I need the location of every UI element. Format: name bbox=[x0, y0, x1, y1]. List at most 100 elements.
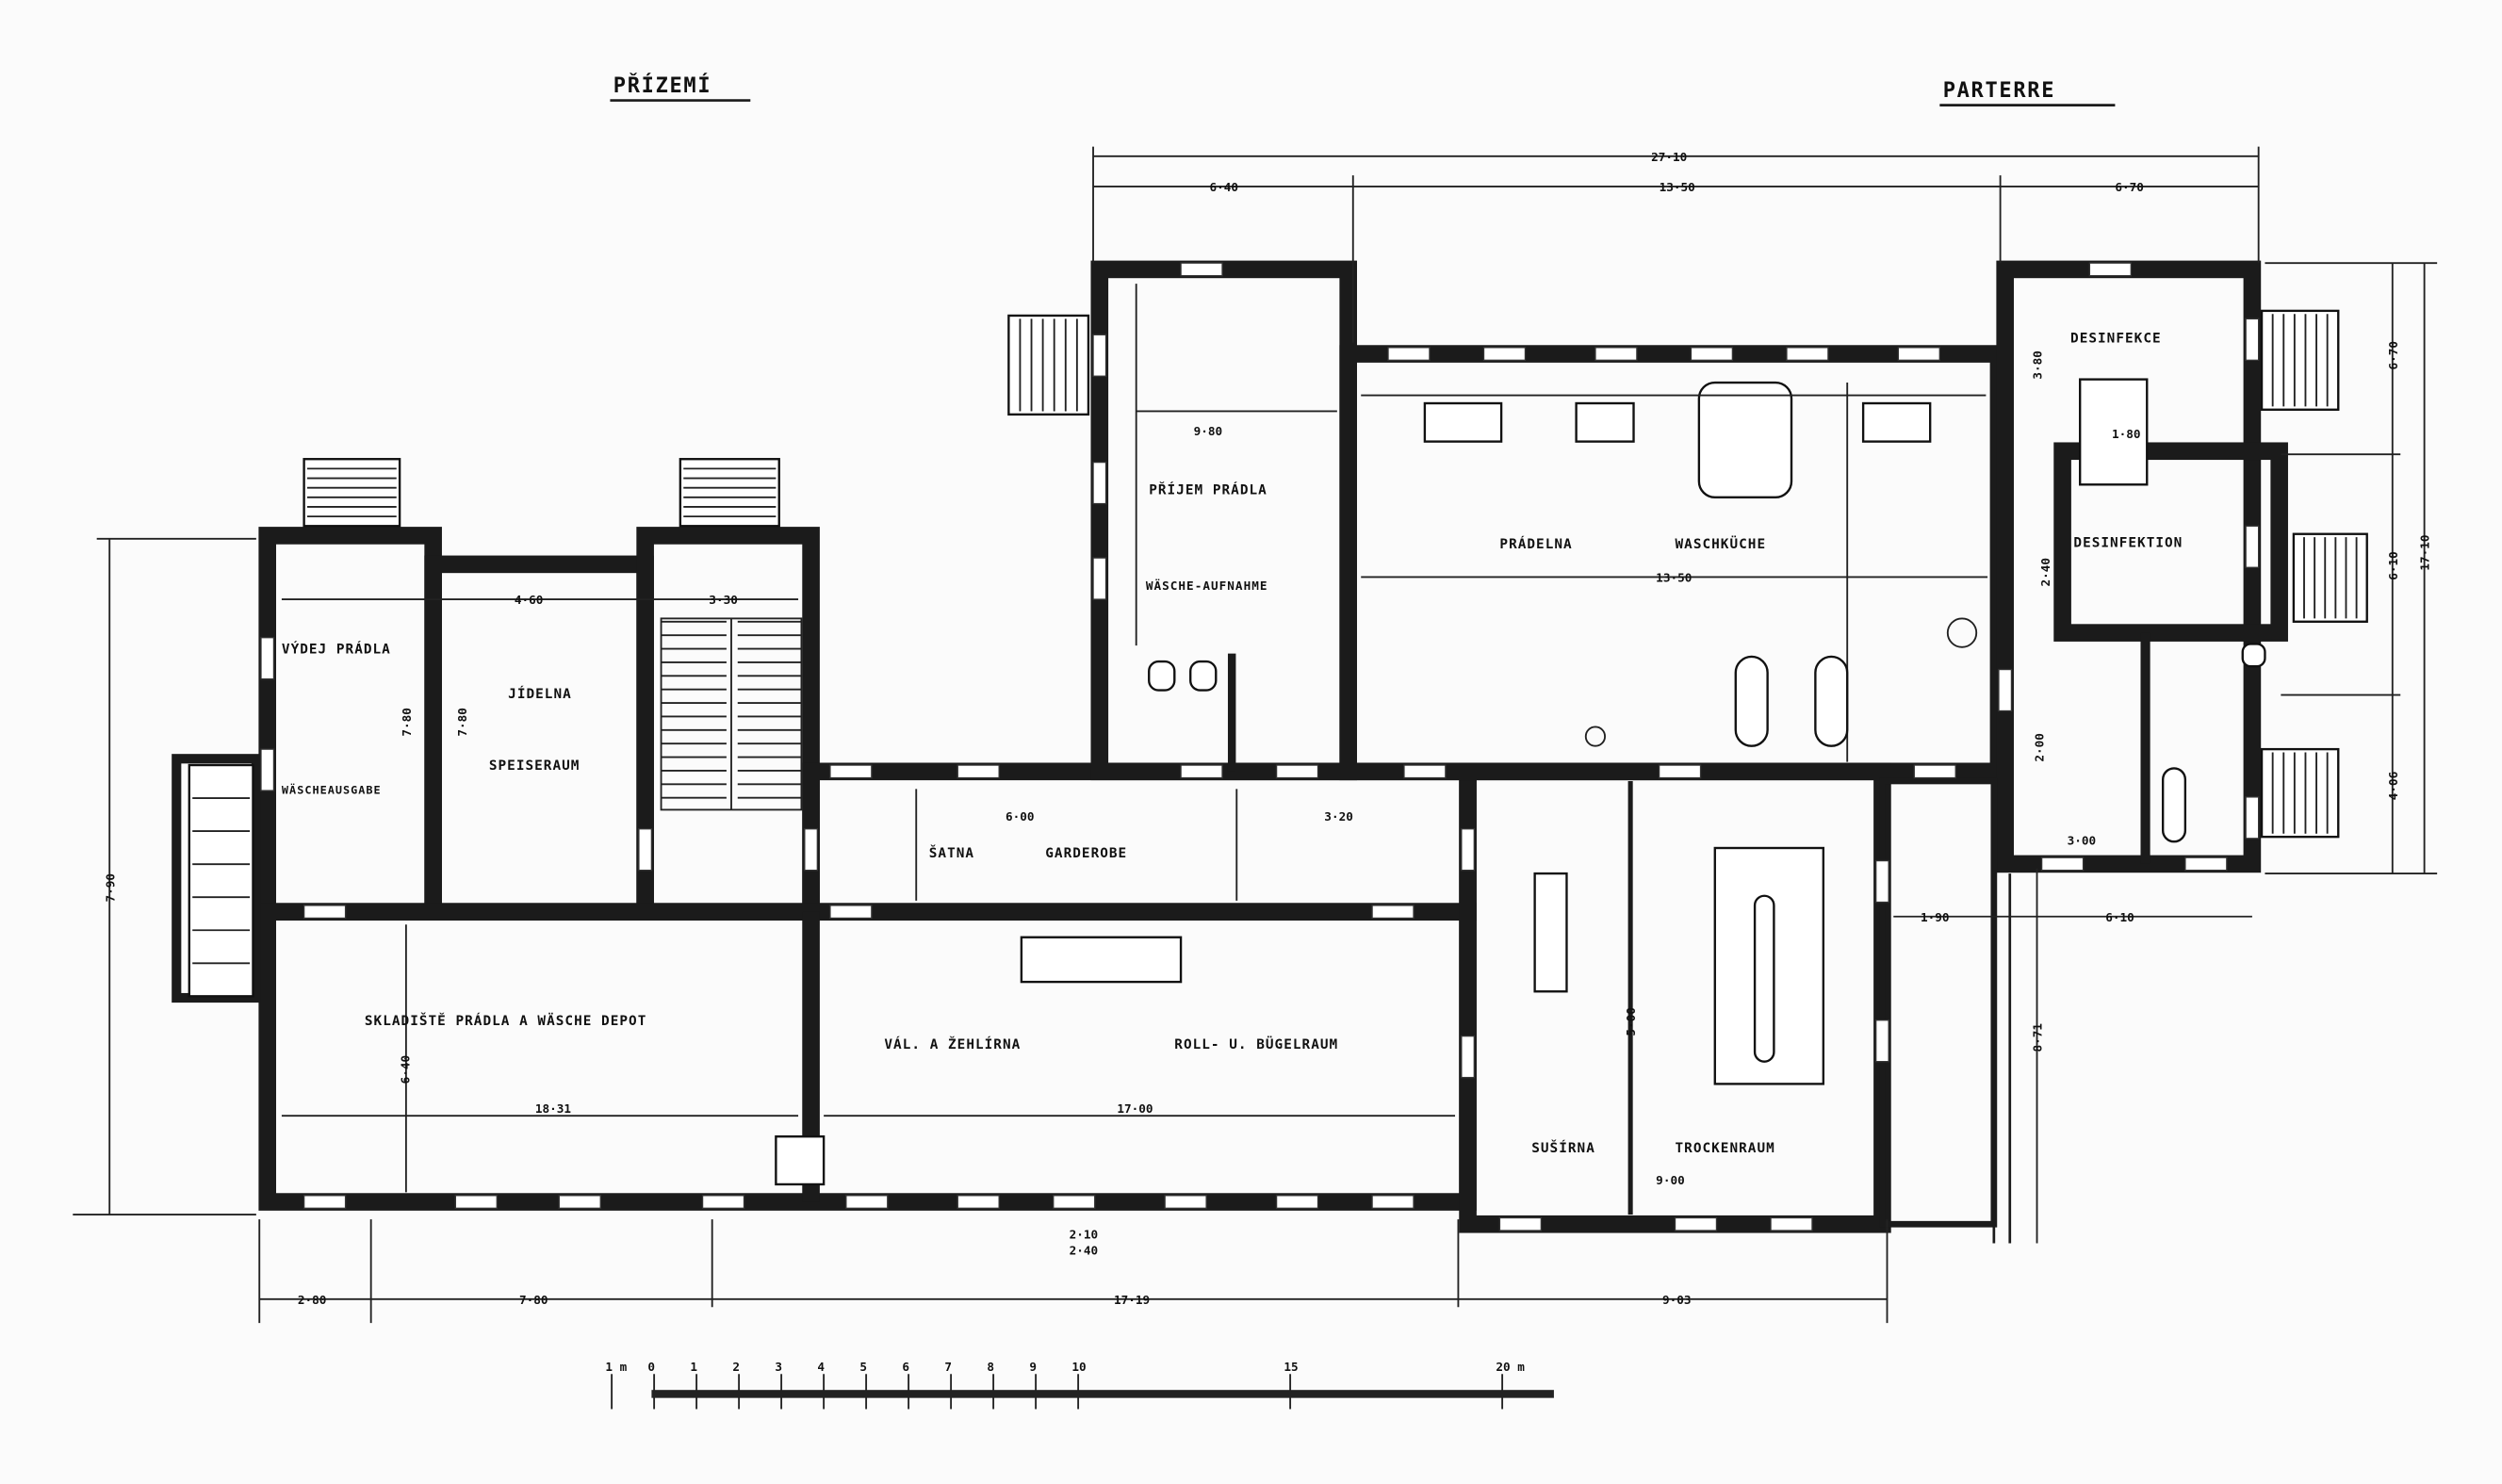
window bbox=[260, 637, 275, 680]
dim-jidelna-height: 7·80 bbox=[455, 708, 469, 737]
staircase-outline bbox=[660, 617, 803, 811]
window bbox=[1164, 1195, 1207, 1210]
dim-desinfekce-h2: 2·40 bbox=[2038, 558, 2052, 587]
window bbox=[1786, 347, 1829, 362]
window bbox=[1371, 1195, 1415, 1210]
room-vydej-cz: VÝDEJ PRÁDLA bbox=[282, 641, 391, 658]
window bbox=[845, 1195, 889, 1210]
dim-right-a: 6·70 bbox=[2386, 341, 2400, 370]
dim-left-total: 7·90 bbox=[103, 873, 117, 903]
dim-desinfekce-width: 3·00 bbox=[2068, 834, 2097, 848]
bathtub bbox=[2161, 767, 2187, 843]
toilet bbox=[1148, 660, 1176, 692]
window bbox=[829, 905, 873, 920]
window bbox=[1180, 262, 1223, 277]
wall-lower bbox=[258, 903, 1477, 1211]
window bbox=[1674, 1216, 1718, 1231]
room-zehlirna-cz: VÁL. A ŽEHLÍRNA bbox=[884, 1036, 1021, 1052]
dimension-lines bbox=[73, 146, 2438, 1324]
window bbox=[2088, 262, 2133, 277]
room-susirna-cz: SUŠÍRNA bbox=[1531, 1139, 1595, 1156]
window bbox=[1275, 764, 1319, 779]
dim-top-right: 6·70 bbox=[2115, 180, 2144, 194]
window bbox=[1913, 764, 1956, 779]
window bbox=[2245, 796, 2260, 840]
dim-sklad-width: 18·31 bbox=[535, 1101, 572, 1116]
scale-label: 4 bbox=[817, 1360, 825, 1374]
room-vydej-de: WÄSCHEAUSGABE bbox=[282, 782, 382, 796]
dim-top-left: 6·40 bbox=[1210, 180, 1239, 194]
dim-right-low-height: 8·71 bbox=[2031, 1023, 2045, 1052]
scale-label: 9 bbox=[1029, 1360, 1037, 1374]
scale-label: 8 bbox=[987, 1360, 994, 1374]
window bbox=[1594, 347, 1638, 362]
dim-prijem-width: 9·80 bbox=[1194, 424, 1223, 438]
window bbox=[1461, 828, 1476, 872]
washing-machine bbox=[1861, 401, 1932, 443]
room-susirna-de: TROCKENRAUM bbox=[1676, 1141, 1775, 1156]
window bbox=[1092, 557, 1107, 600]
wall-satna bbox=[802, 762, 1477, 921]
dim-entrance-a: 2·10 bbox=[1070, 1227, 1099, 1241]
mangle-machine bbox=[1020, 936, 1183, 984]
dim-top-total: 27·10 bbox=[1651, 150, 1687, 164]
room-prijem-cz: PŘÍJEM PRÁDLA bbox=[1149, 481, 1267, 497]
window bbox=[1658, 764, 1702, 779]
dim-sklad-height: 6·40 bbox=[398, 1055, 412, 1084]
disinfection-apparatus bbox=[2079, 378, 2149, 486]
dim-vydej-height: 7·80 bbox=[400, 708, 414, 737]
room-desinfekce-cz: DESINFEKCE bbox=[2070, 332, 2162, 347]
window bbox=[2245, 318, 2260, 362]
dim-right-b: 6·10 bbox=[2386, 551, 2400, 580]
dimension-labels: 27·10 6·40 13·50 6·70 6·70 6·10 4·06 17·… bbox=[103, 150, 2431, 1307]
window bbox=[1874, 1019, 1889, 1063]
boiler bbox=[1533, 872, 1568, 993]
window bbox=[2184, 856, 2228, 872]
wall-prijem bbox=[1090, 260, 1357, 781]
window bbox=[1092, 461, 1107, 505]
scale-label: 6 bbox=[902, 1360, 909, 1374]
window bbox=[829, 764, 873, 779]
window bbox=[1053, 1195, 1096, 1210]
window bbox=[1403, 764, 1447, 779]
room-satna-de: GARDEROBE bbox=[1045, 846, 1127, 861]
scale-label: 3 bbox=[775, 1360, 782, 1374]
walls bbox=[172, 260, 2288, 1244]
window bbox=[454, 1195, 498, 1210]
dim-desinfekce-h3: 2·00 bbox=[2032, 733, 2046, 762]
window bbox=[1897, 347, 1941, 362]
window bbox=[303, 905, 347, 920]
steps bbox=[2260, 309, 2340, 411]
dim-desinfekce-width2: 1·80 bbox=[2112, 427, 2141, 441]
scale-label: 1 m bbox=[605, 1360, 627, 1374]
tank bbox=[1734, 655, 1769, 747]
dim-stair-width: 3·30 bbox=[709, 593, 738, 607]
dim-satna-width2: 3·20 bbox=[1324, 809, 1353, 824]
washing-machine bbox=[1423, 401, 1503, 443]
wall-corridor bbox=[1879, 777, 1998, 1228]
room-jidelna-cz: JÍDELNA bbox=[508, 686, 572, 702]
window bbox=[2040, 856, 2085, 872]
dim-right-low-width: 6·10 bbox=[2105, 910, 2134, 924]
scale-bar-band bbox=[651, 1390, 1554, 1398]
window bbox=[957, 1195, 1000, 1210]
dim-bottom-b: 7·80 bbox=[519, 1293, 548, 1307]
window bbox=[1874, 859, 1889, 904]
dim-bottom-d: 9·03 bbox=[1662, 1293, 1692, 1307]
scale-label: 5 bbox=[859, 1360, 867, 1374]
title-german: PARTERRE bbox=[1943, 79, 2055, 103]
window bbox=[2245, 525, 2260, 568]
centrifuge bbox=[1697, 381, 1793, 499]
wall-entry-bump bbox=[172, 754, 261, 1003]
windows bbox=[260, 262, 2260, 1231]
room-desinfekce-de: DESINFEKTION bbox=[2073, 535, 2183, 550]
scale-label: 0 bbox=[647, 1360, 655, 1374]
dim-susirna-width: 9·00 bbox=[1656, 1173, 1685, 1187]
steps bbox=[2260, 747, 2340, 839]
room-prijem-de: WÄSCHE-AUFNAHME bbox=[1146, 579, 1268, 593]
window bbox=[1482, 347, 1527, 362]
interior-lines bbox=[281, 284, 2266, 1193]
room-pradelna-cz: PRÁDELNA bbox=[1499, 536, 1572, 552]
room-labels: VÝDEJ PRÁDLA WÄSCHEAUSGABE JÍDELNA SPEIS… bbox=[282, 332, 2183, 1156]
